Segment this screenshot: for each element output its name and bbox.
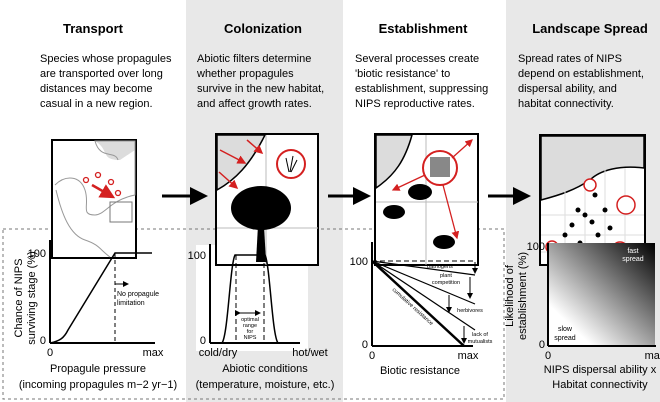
transport-chart: No propagule limitation 100 0 0 max Chan… [13,240,177,391]
svg-text:NIPS dispersal ability x: NIPS dispersal ability x [544,364,657,376]
svg-text:mutualists: mutualists [468,339,493,345]
svg-text:whether propagules: whether propagules [196,68,294,80]
svg-text:0: 0 [369,350,375,362]
stage-title-transport: Transport [63,21,124,36]
colonization-chart: optimal range for NIPS 100 0 cold/dry ho… [188,244,335,391]
transport-curve [49,252,152,344]
establishment-description: Several processes create 'biotic resistan… [355,53,488,110]
stage-title-establishment: Establishment [379,21,469,36]
svg-text:casual in a new region.: casual in a new region. [40,98,153,110]
abiotic-tolerance-curve [221,254,279,344]
x-tick-max: max [143,347,164,359]
y-tick-100: 100 [28,248,46,260]
svg-text:pathogens: pathogens [427,264,453,270]
y-axis-label: Chance of NIPS [13,259,25,338]
cumulative-line [371,260,465,347]
svg-text:(temperature, moisture, etc.): (temperature, moisture, etc.) [196,379,335,391]
svg-text:depend on establishment,: depend on establishment, [518,68,644,80]
svg-text:distances may become: distances may become [40,83,153,95]
svg-text:100: 100 [527,241,545,253]
svg-text:cold/dry: cold/dry [199,347,238,359]
spread-chart: fast spread slow spread 100 0 0 max Like… [504,241,660,391]
x-tick-0: 0 [47,347,53,359]
svg-text:herbivores: herbivores [457,308,483,314]
svg-text:cumulative resistance: cumulative resistance [391,287,434,327]
svg-text:survive in the new habitat,: survive in the new habitat, [197,83,324,95]
svg-text:Habitat connectivity: Habitat connectivity [552,379,648,391]
stage-title-landscape-spread: Landscape Spread [532,21,648,36]
svg-text:0: 0 [545,350,551,362]
x-axis-label: Propagule pressure [50,363,146,375]
svg-text:for: for [247,329,254,335]
svg-text:spread: spread [622,256,644,263]
colonization-habitat-illustration [215,133,319,266]
svg-text:Spread rates of NIPS: Spread rates of NIPS [518,53,622,65]
svg-text:optimal: optimal [241,317,259,323]
svg-text:max: max [458,350,479,362]
svg-text:slow: slow [558,326,573,333]
svg-text:Likelihood of: Likelihood of [504,264,516,327]
svg-text:surviving stage (%): surviving stage (%) [26,251,38,345]
pathogens-line [371,260,476,276]
svg-text:Abiotic filters determine: Abiotic filters determine [197,53,311,65]
svg-text:dispersal ability, and: dispersal ability, and [518,83,617,95]
svg-text:and affect growth rates.: and affect growth rates. [197,98,312,110]
svg-text:Species whose propagules: Species whose propagules [40,53,172,65]
svg-text:establishment (%): establishment (%) [517,252,529,340]
svg-text:0: 0 [539,339,545,351]
svg-text:NIPS reproductive rates.: NIPS reproductive rates. [355,98,475,110]
competition-line [371,260,476,305]
spread-gradient [548,243,655,345]
svg-text:spread: spread [554,335,576,342]
svg-text:hot/wet: hot/wet [292,347,327,359]
svg-text:are transported over long: are transported over long [40,68,163,80]
y-tick-0: 0 [40,335,46,347]
establishment-habitat-illustration [374,133,479,266]
svg-text:limitation: limitation [117,300,145,307]
svg-text:No propagule: No propagule [117,291,159,298]
svg-text:establishment, suppressing: establishment, suppressing [355,83,488,95]
svg-text:NIPS: NIPS [244,335,257,341]
landscape-description: Spread rates of NIPS depend on establishm… [518,53,644,110]
svg-text:competition: competition [432,280,460,286]
transport-map-illustration [51,139,137,259]
svg-text:lack of: lack of [472,332,488,338]
svg-text:habitat connectivity.: habitat connectivity. [518,98,614,110]
svg-text:0: 0 [200,335,206,347]
herbivores-line [371,260,476,331]
svg-text:Abiotic conditions: Abiotic conditions [222,363,308,375]
svg-text:0: 0 [362,339,368,351]
stage-title-colonization: Colonization [224,21,302,36]
svg-text:max: max [645,350,660,362]
svg-text:fast: fast [627,248,638,255]
svg-text:100: 100 [188,250,206,262]
svg-text:plant: plant [440,273,452,279]
colonization-description: Abiotic filters determine whether propagu… [196,53,324,110]
svg-text:Several processes create: Several processes create [355,53,479,65]
svg-text:range: range [243,323,257,329]
svg-text:(incoming propagules m−2 yr−1): (incoming propagules m−2 yr−1) [19,379,177,391]
svg-text:Biotic resistance: Biotic resistance [380,365,460,377]
svg-text:'biotic resistance' to: 'biotic resistance' to [355,68,450,80]
chart-group-dashed-box [2,228,505,400]
transport-description: Species whose propagules are transported … [40,53,172,110]
svg-text:100: 100 [350,256,368,268]
